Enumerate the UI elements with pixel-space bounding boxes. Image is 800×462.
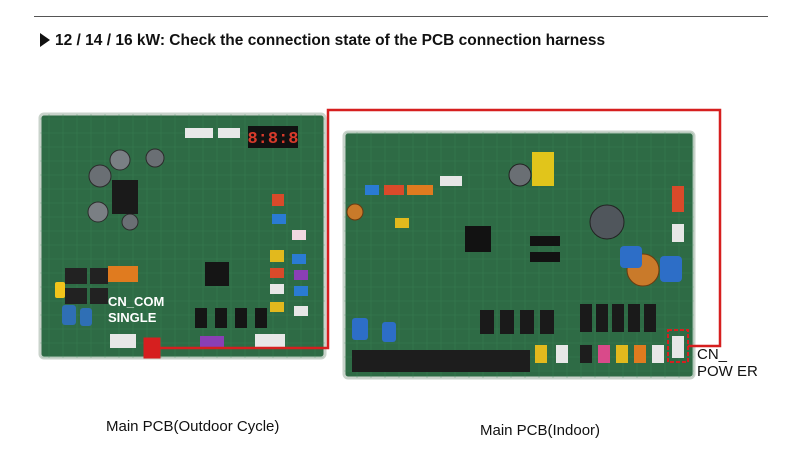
outdoor-pcb-caption: Main PCB(Outdoor Cycle) <box>106 418 280 435</box>
outdoor-main-pcb: 8:8:8 CN_CO <box>38 112 327 360</box>
heading-text: 12 / 14 / 16 kW: Check the connection st… <box>55 32 606 49</box>
section-heading: 12 / 14 / 16 kW: Check the connection st… <box>40 32 605 50</box>
cn-com-single-label-line2: SINGLE <box>108 310 157 325</box>
cn-power-label-line2: POW ER <box>697 363 758 380</box>
indoor-pcb-caption: Main PCB(Indoor) <box>480 422 601 439</box>
connection-harness-wire <box>160 108 722 350</box>
cn-power-label: CN_ POW ER <box>697 346 758 380</box>
triangle-bullet-icon <box>40 33 50 47</box>
cn-power-connector <box>672 336 684 358</box>
cn-com-single-connector <box>143 337 161 359</box>
cn-com-single-label-line1: CN_COM <box>108 294 164 309</box>
indoor-main-pcb <box>342 130 696 380</box>
seven-segment-display: 8:8:8 <box>247 130 298 149</box>
cn-power-label-line1: CN_ <box>697 346 728 363</box>
top-rule <box>34 16 768 17</box>
